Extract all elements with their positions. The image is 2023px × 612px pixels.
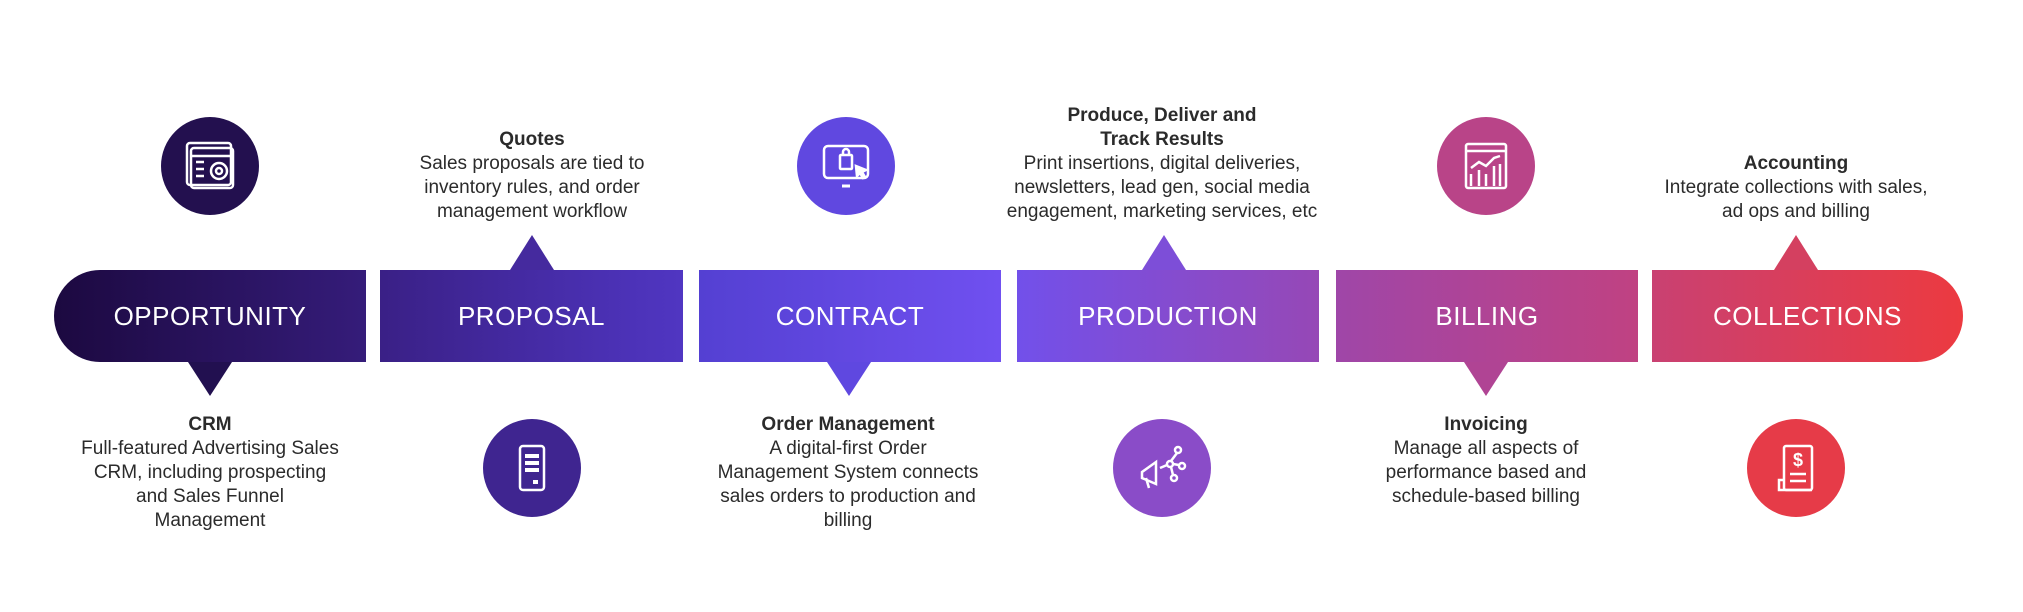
info-desc: Integrate collections with sales, ad ops… <box>1664 177 1928 222</box>
stage-production: PRODUCTION <box>1017 270 1319 362</box>
info-desc: Manage all aspects of performance based … <box>1385 438 1587 507</box>
info-title: Invoicing <box>1444 414 1528 435</box>
pointer-down <box>188 362 232 396</box>
pointer-up <box>1142 235 1186 270</box>
info-title: Produce, Deliver and Track Results <box>1067 105 1257 150</box>
stage-label: PROPOSAL <box>457 300 606 331</box>
info-title: Accounting <box>1743 153 1849 174</box>
stage-billing: BILLING <box>1336 270 1638 362</box>
pointer-up <box>1774 235 1818 270</box>
pointer-down <box>827 362 871 396</box>
pointer-down <box>1464 362 1508 396</box>
svg-text:$: $ <box>1793 450 1803 470</box>
info-desc: Sales proposals are tied to inventory ru… <box>419 153 645 222</box>
stage-contract: CONTRACT <box>699 270 1001 362</box>
stage-label: CONTRACT <box>775 300 925 331</box>
stage-info-order-management: Order Management A digital-first Order Ma… <box>678 413 1018 533</box>
stage-info-crm: CRM Full-featured Advertising Sales CRM, … <box>40 413 380 533</box>
info-desc: A digital-first Order Management System … <box>717 438 979 531</box>
document-icon <box>483 419 581 517</box>
megaphone-network-icon <box>1113 419 1211 517</box>
info-desc: Full-featured Advertising Sales CRM, inc… <box>81 438 339 531</box>
info-title: CRM <box>188 414 232 435</box>
stage-collections: COLLECTIONS <box>1652 270 1963 362</box>
pointer-up <box>510 235 554 270</box>
stage-label: BILLING <box>1435 300 1539 331</box>
info-desc: Print insertions, digital deliveries, ne… <box>1006 153 1318 222</box>
stage-label: PRODUCTION <box>1078 300 1258 331</box>
stage-label: COLLECTIONS <box>1713 300 1902 331</box>
stage-opportunity: OPPORTUNITY <box>54 270 366 362</box>
stage-proposal: PROPOSAL <box>380 270 683 362</box>
settings-window-icon <box>161 117 259 215</box>
info-title: Order Management <box>761 414 935 435</box>
stage-label: OPPORTUNITY <box>113 300 307 331</box>
monitor-shopping-icon <box>797 117 895 215</box>
invoice-dollar-icon: $ <box>1747 419 1845 517</box>
info-title: Quotes <box>499 129 565 150</box>
analytics-chart-icon <box>1437 117 1535 215</box>
